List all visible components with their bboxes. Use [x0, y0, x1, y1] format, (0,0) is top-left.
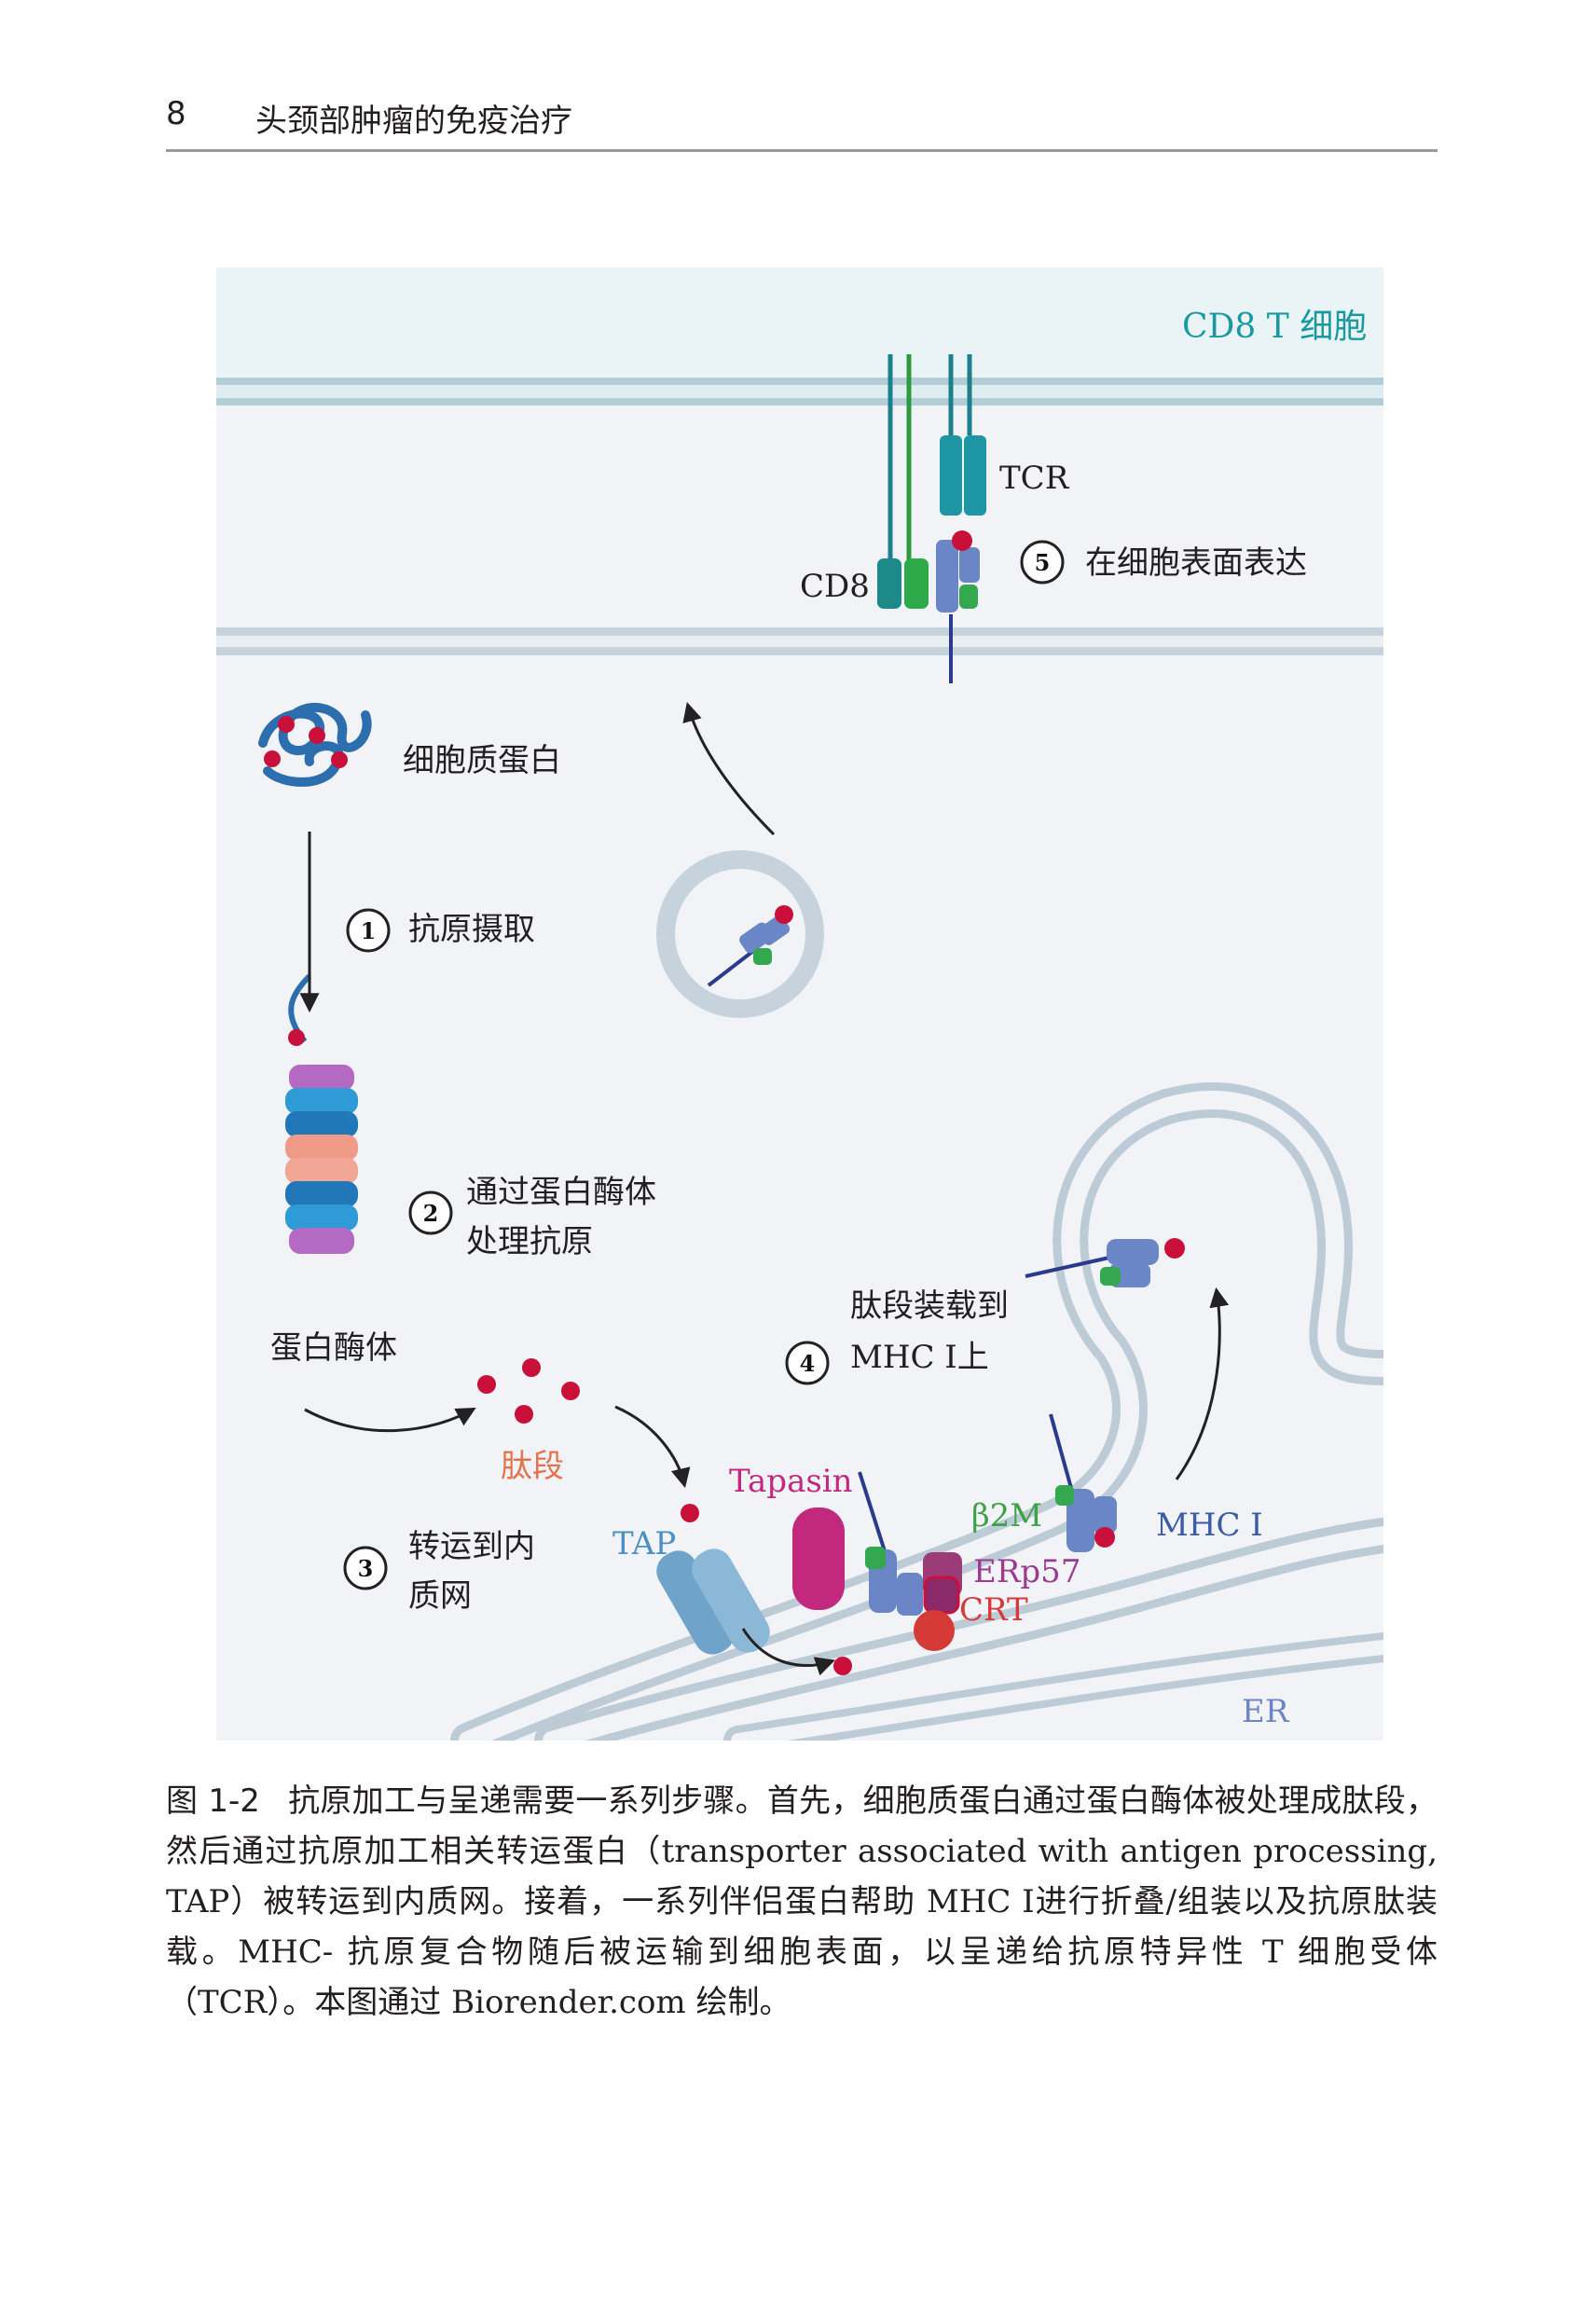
step4-line1: 肽段装载到 — [850, 1287, 1009, 1325]
cytoplasmic-protein-label: 细胞质蛋白 — [403, 742, 561, 779]
cd8-beta — [904, 558, 929, 609]
proteasome-label: 蛋白酶体 — [270, 1329, 397, 1367]
peptide-label: 肽段 — [501, 1448, 564, 1485]
cd8-t-cell-label: CD8 T 细胞 — [1182, 308, 1367, 346]
page-number: 8 — [166, 95, 186, 132]
cell-membrane — [216, 627, 1383, 655]
caption-label: 图 1-2 — [166, 1782, 260, 1820]
tap-label: TAP — [612, 1525, 676, 1562]
step4-line2: MHC Ⅰ上 — [850, 1339, 989, 1376]
cd8-label: CD8 — [800, 568, 870, 605]
mhc1-label: MHC Ⅰ — [1156, 1507, 1263, 1544]
step4-number: 4 — [800, 1350, 816, 1377]
tapasin — [792, 1507, 845, 1610]
step1-number: 1 — [361, 917, 377, 944]
book-title: 头颈部肿瘤的免疫治疗 — [255, 95, 572, 141]
tapasin-label: Tapasin — [729, 1463, 853, 1500]
er-label: ER — [1242, 1693, 1290, 1730]
cd8-alpha — [877, 558, 901, 609]
caption-text: 抗原加工与呈递需要一系列步骤。首先，细胞质蛋白通过蛋白酶体被处理成肽段，然后通过… — [166, 1782, 1438, 2021]
step2-number: 2 — [423, 1200, 439, 1227]
t-cell-membrane — [216, 378, 1383, 406]
erp57-label: ERp57 — [973, 1553, 1080, 1590]
peptide-dot — [952, 530, 972, 551]
antigen-presentation-figure: 1 2 3 4 5 CD8 T 细胞 TCR CD8 在细胞表面表达 细胞质蛋白… — [216, 268, 1383, 1741]
page-header: 8 头颈部肿瘤的免疫治疗 — [166, 91, 1438, 152]
step5-number: 5 — [1035, 549, 1051, 576]
step3-line1: 转运到内 — [408, 1528, 535, 1565]
step3-number: 3 — [358, 1555, 374, 1582]
step5-text: 在细胞表面表达 — [1085, 544, 1307, 582]
step2-line2: 处理抗原 — [466, 1223, 593, 1260]
tcr-label: TCR — [999, 460, 1070, 497]
beta2m-label: β2M — [971, 1497, 1042, 1534]
step2-line1: 通过蛋白酶体 — [466, 1174, 656, 1211]
step1-text: 抗原摄取 — [408, 911, 535, 948]
crt-label: CRT — [959, 1591, 1028, 1629]
step3-line2: 质网 — [408, 1577, 472, 1615]
